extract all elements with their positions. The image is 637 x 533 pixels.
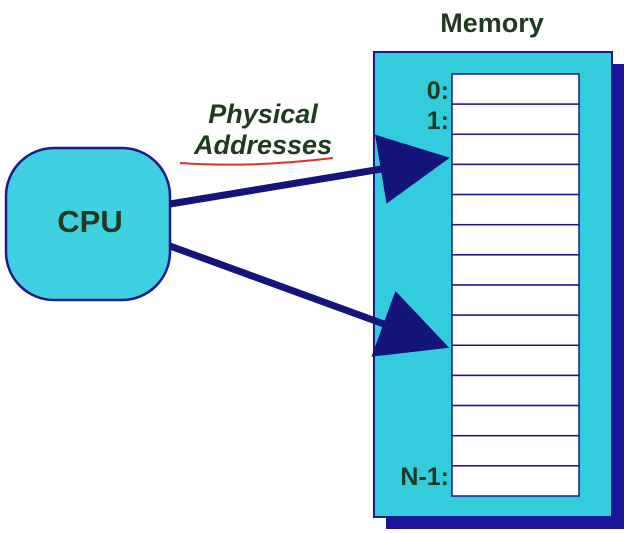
address-label-1: 1: xyxy=(427,107,449,135)
memory-cell xyxy=(451,344,580,377)
address-arrow-lower xyxy=(168,242,450,357)
memory-cells xyxy=(451,73,580,497)
memory-cell xyxy=(451,193,580,226)
memory-cell xyxy=(451,254,580,286)
arrow-label-line2: Addresses xyxy=(193,130,332,160)
memory-cell xyxy=(451,223,580,256)
memory-cell xyxy=(451,284,580,316)
memory-cell xyxy=(451,73,580,105)
memory-cell xyxy=(451,404,580,437)
memory-cell xyxy=(451,314,580,347)
memory-cell xyxy=(451,434,580,467)
address-arrow-upper xyxy=(169,134,450,208)
memory-cell xyxy=(451,465,580,497)
memory-cell xyxy=(451,163,580,196)
arrow-label-line1: Physical xyxy=(208,99,318,129)
cpu-label: CPU xyxy=(57,204,122,239)
address-label-n-minus-1: N-1: xyxy=(400,463,449,491)
arrow-label-underline xyxy=(179,157,334,166)
memory-cell xyxy=(451,103,580,136)
address-label-0: 0: xyxy=(427,77,449,105)
cpu-block xyxy=(4,146,172,302)
memory-cell xyxy=(451,374,580,407)
memory-cell xyxy=(451,133,580,166)
memory-title: Memory xyxy=(440,8,544,38)
